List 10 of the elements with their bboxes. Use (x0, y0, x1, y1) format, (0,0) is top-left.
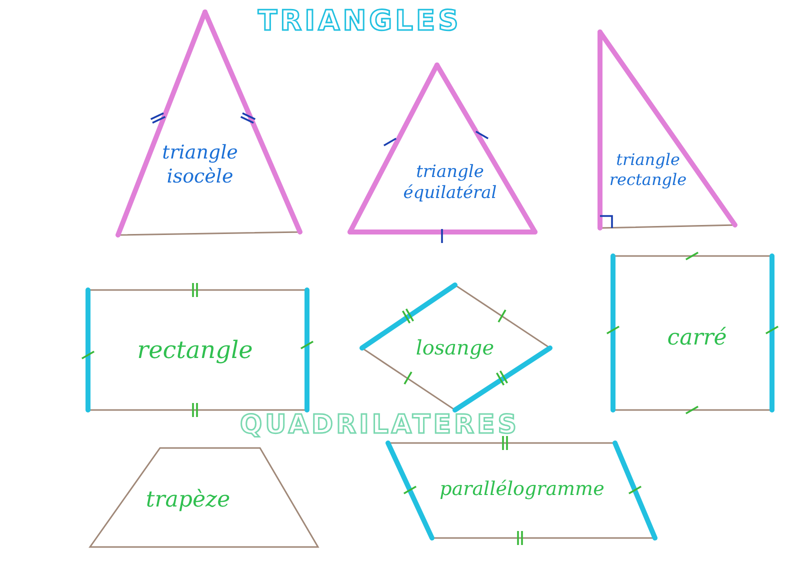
shape-label: parallélogramme (438, 478, 606, 502)
shape-label: carré (666, 324, 728, 352)
section-heading: QUADRILATERES (240, 410, 520, 440)
shape-label: rectangle (136, 335, 254, 365)
shape-label: triangle rectangle (608, 150, 688, 190)
shape-label: trapèze (144, 486, 232, 514)
shape-label: triangle équilatéral (402, 162, 498, 204)
shape-label: triangle isocèle (161, 141, 239, 189)
shape-label: losange (414, 336, 496, 360)
heading: TRIANGLES (258, 4, 462, 37)
